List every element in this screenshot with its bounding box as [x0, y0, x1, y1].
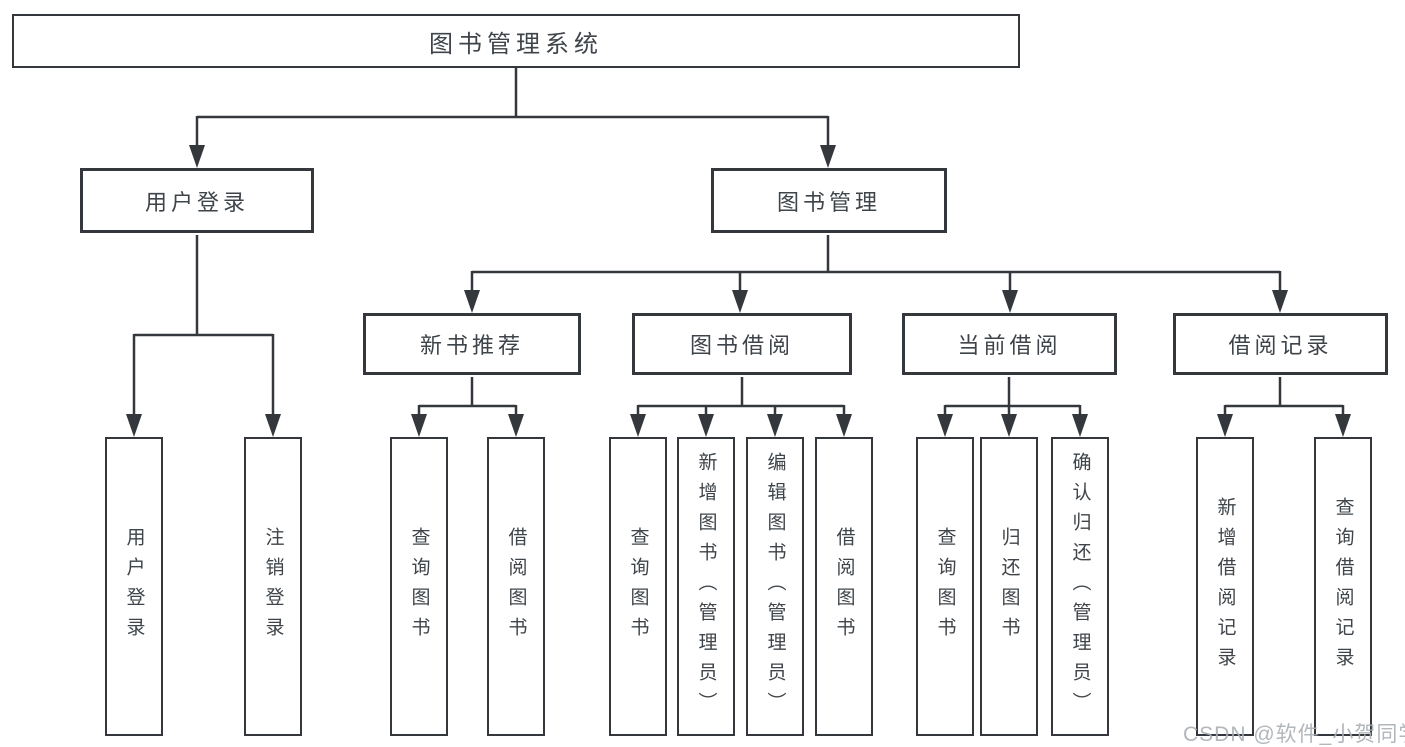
node-label: 借阅记录: [1228, 333, 1333, 358]
leaf-label: 用户登录: [123, 526, 145, 647]
leaf-label: 查询图书: [934, 526, 956, 647]
node-book-borrow: 图书借阅: [632, 313, 852, 375]
node-current-borrow: 当前借阅: [902, 313, 1117, 375]
leaf-return-book: 归还图书: [980, 437, 1038, 736]
leaf-confirm-return-admin: 确认归还（管理员）: [1051, 437, 1109, 736]
leaf-label: 查询借阅记录: [1332, 496, 1354, 677]
node-label: 图书管理: [776, 189, 881, 215]
leaf-label: 查询图书: [408, 526, 430, 647]
leaf-recommend-borrow-book: 借阅图书: [487, 437, 545, 736]
node-library-management-system: 图书管理系统: [12, 14, 1020, 68]
leaf-query-borrow-record: 查询借阅记录: [1314, 437, 1372, 736]
leaf-label: 借阅图书: [505, 526, 527, 647]
node-borrow-records: 借阅记录: [1173, 313, 1388, 375]
node-label: 图书管理系统: [429, 30, 603, 58]
node-book-management: 图书管理: [711, 168, 947, 233]
leaf-borrow-book: 借阅图书: [815, 437, 873, 736]
csdn-watermark: CSDN @软件_小贺同学: [1183, 723, 1405, 746]
leaf-recommend-query-book: 查询图书: [390, 437, 448, 736]
leaf-label: 借阅图书: [833, 526, 855, 647]
leaf-add-book-admin: 新增图书（管理员）: [677, 437, 735, 736]
leaf-add-borrow-record: 新增借阅记录: [1196, 437, 1254, 736]
node-label: 当前借阅: [957, 333, 1062, 358]
node-label: 用户登录: [144, 189, 249, 215]
node-label: 新书推荐: [419, 333, 524, 358]
node-label: 图书借阅: [689, 333, 794, 358]
leaf-borrow-query-book: 查询图书: [609, 437, 667, 736]
leaf-current-query-book: 查询图书: [916, 437, 974, 736]
leaf-label: 归还图书: [998, 526, 1020, 647]
leaf-edit-book-admin: 编辑图书（管理员）: [746, 437, 804, 736]
leaf-label: 编辑图书（管理员）: [764, 451, 786, 722]
leaf-label: 新增图书（管理员）: [695, 451, 717, 722]
leaf-label: 注销登录: [262, 526, 284, 647]
leaf-label: 查询图书: [627, 526, 649, 647]
leaf-label: 确认归还（管理员）: [1069, 451, 1091, 722]
leaf-label: 新增借阅记录: [1214, 496, 1236, 677]
leaf-user-login: 用户登录: [105, 437, 163, 736]
arrowheads: [126, 145, 1351, 437]
leaf-logout-login: 注销登录: [244, 437, 302, 736]
node-new-book-recommend: 新书推荐: [363, 313, 581, 375]
node-user-login: 用户登录: [80, 168, 314, 233]
